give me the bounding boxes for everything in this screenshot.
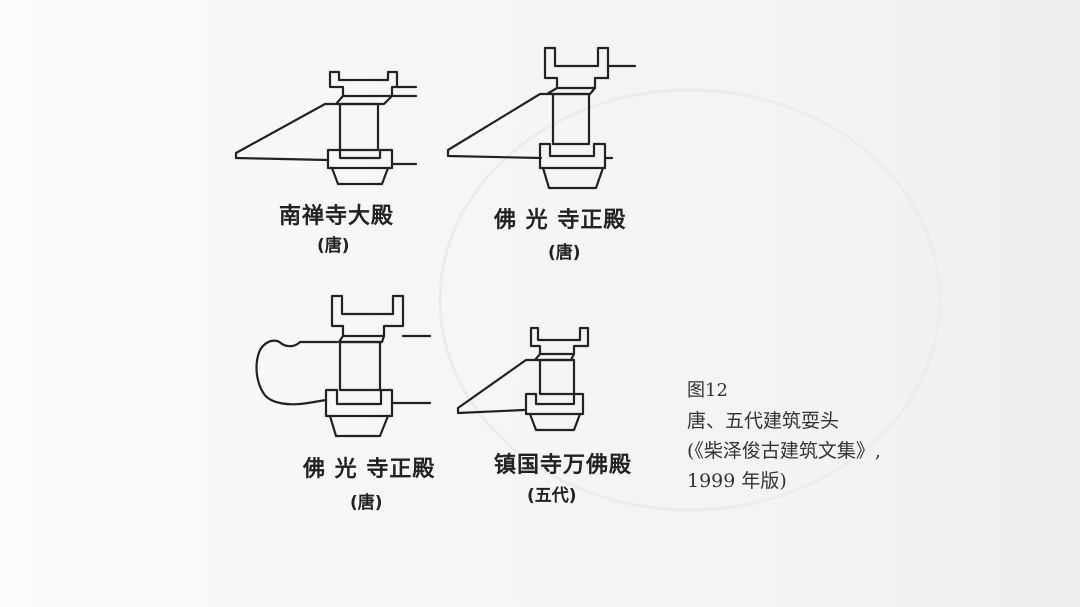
figure-title: 唐、五代建筑耍头 xyxy=(687,410,840,432)
foguang1-base xyxy=(541,166,605,190)
nanchan-shuatou xyxy=(234,102,338,162)
figure-zhenguo-temple xyxy=(456,326,590,432)
figure-1-name: 南禅寺大殿 xyxy=(279,204,395,229)
foguang2-top-bracket xyxy=(330,294,405,338)
figure-source: (《柴泽俊古建筑文集》, xyxy=(687,440,881,462)
nanchan-base xyxy=(330,166,390,186)
figure-3-era: (唐) xyxy=(350,493,383,513)
figure-caption: 图12 唐、五代建筑耍头 (《柴泽俊古建筑文集》, 1999 年版) xyxy=(687,376,881,496)
figure-4-name: 镇国寺万佛殿 xyxy=(494,453,633,478)
foguang1-shuatou xyxy=(446,92,549,160)
foguang2-cloud-shuatou xyxy=(255,339,339,406)
figure-nanchan-temple xyxy=(234,70,418,186)
foguang2-column xyxy=(338,340,382,392)
foguang1-lower-bracket xyxy=(538,142,607,170)
figure-foguang-temple-1 xyxy=(446,46,637,190)
figure-foguang-temple-2 xyxy=(255,294,432,438)
zhenguo-lower-bracket xyxy=(524,392,585,416)
nanchan-column xyxy=(338,102,380,152)
nanchan-neck xyxy=(334,94,394,106)
nanchan-lower-bracket xyxy=(326,148,394,170)
zhenguo-top-bracket xyxy=(529,326,590,356)
foguang1-top-bracket xyxy=(543,46,610,90)
zhenguo-base xyxy=(528,412,582,432)
figure-2-era: (唐) xyxy=(548,243,581,263)
figure-3-name: 佛 光 寺正殿 xyxy=(303,457,436,482)
zhenguo-shuatou xyxy=(456,358,537,415)
foguang2-lower-bracket xyxy=(324,388,394,418)
figure-4-era: (五代) xyxy=(527,486,577,506)
figure-edition: 1999 年版) xyxy=(687,470,787,492)
figure-number: 图12 xyxy=(687,380,728,401)
figure-1-era: (唐) xyxy=(317,236,350,256)
figure-2-name: 佛 光 寺正殿 xyxy=(494,208,627,233)
foguang2-base xyxy=(328,414,390,438)
foguang1-column xyxy=(551,92,591,146)
nanchan-top-bracket xyxy=(328,70,399,98)
zhenguo-column xyxy=(538,358,576,396)
